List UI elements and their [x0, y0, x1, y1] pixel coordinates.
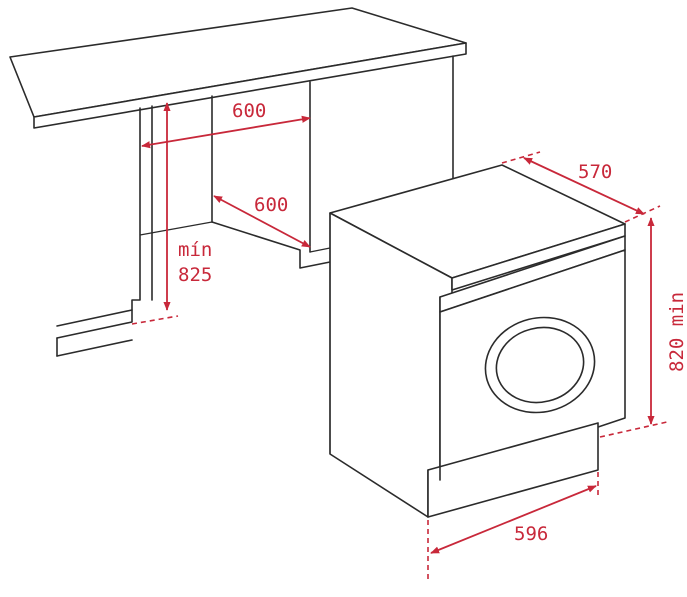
niche-height-min-label: mín	[178, 239, 212, 261]
appliance-width-label: 596	[514, 523, 548, 545]
machine-front-panel	[439, 249, 626, 481]
niche-height-floor-line	[131, 315, 179, 325]
niche-depth-label: 600	[254, 194, 288, 216]
appliance-height-label: 820 min	[666, 292, 687, 372]
appliance-depth-label: 570	[578, 161, 612, 183]
dimension-annotations: 600 600 mín 825 570 820 min 596	[131, 100, 687, 580]
niche-depth-arrow	[213, 195, 311, 248]
washing-machine	[329, 164, 626, 518]
appliance-depth-ext-left	[501, 151, 541, 164]
appliance-height-ext-bottom	[599, 421, 668, 438]
appliance-width-arrow	[430, 485, 597, 554]
niche-width-label: 600	[232, 100, 266, 122]
appliance-depth-arrow	[523, 157, 645, 215]
door-porthole	[484, 316, 596, 414]
niche-height-label: 825	[178, 264, 212, 286]
worktop-front-edge	[33, 42, 467, 129]
countertop-niche	[9, 7, 467, 357]
